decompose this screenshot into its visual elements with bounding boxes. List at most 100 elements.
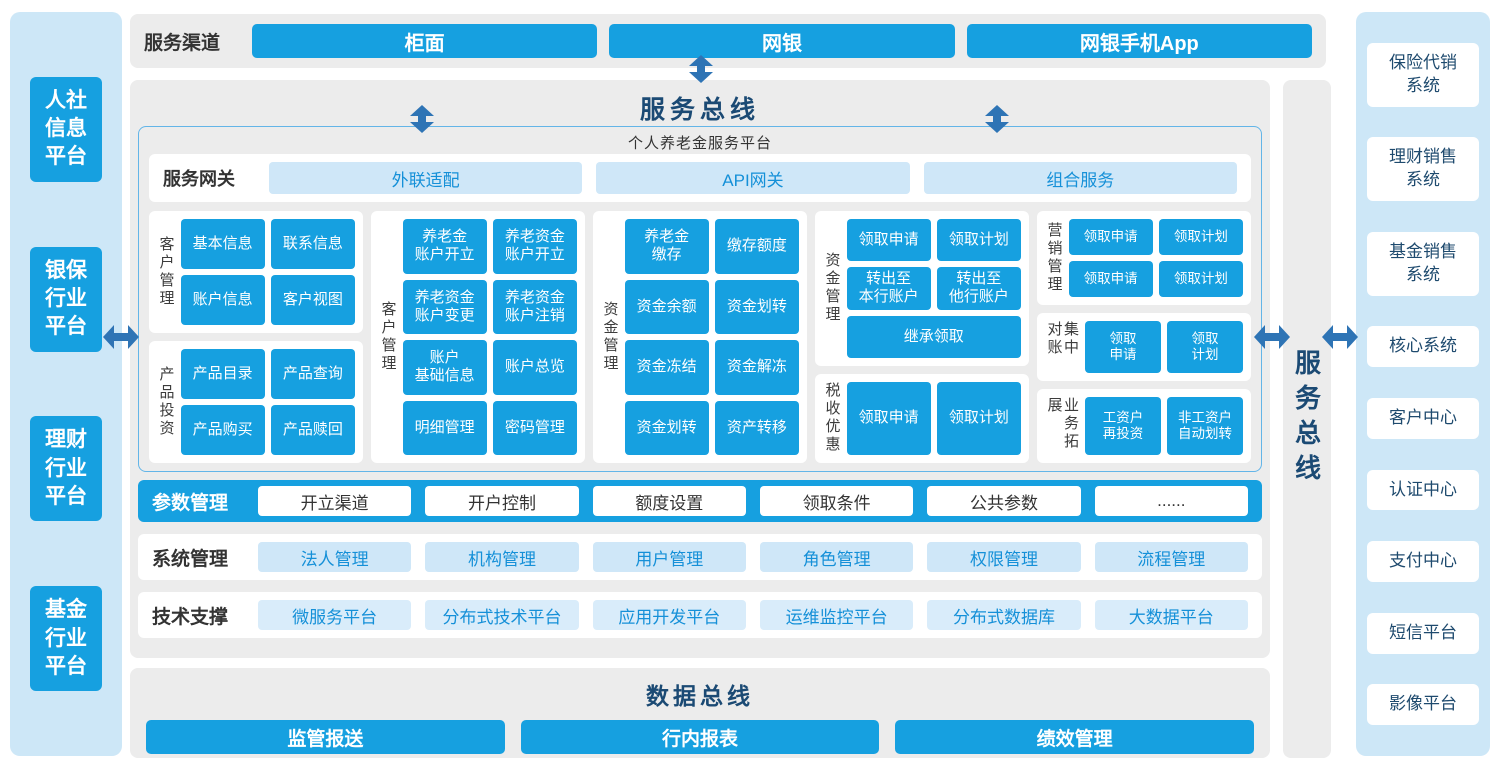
column-4: 资金管理 领取申请 领取计划 转出至 本行账户 转出至 他行账户 继承领取 税收… xyxy=(815,211,1029,463)
gateway-label: 服务网关 xyxy=(163,169,235,189)
module-chip[interactable]: 领取申请 xyxy=(1068,261,1153,298)
left-platform-sidebar: 人社 信息 平台 银保 行业 平台 理财 行业 平台 基金 行业 平台 xyxy=(10,12,122,756)
tax-benefit-card: 税收优惠 领取申请 领取计划 xyxy=(815,373,1029,463)
module-chip[interactable]: 资金解冻 xyxy=(714,340,799,395)
module-chip[interactable]: 领取计划 xyxy=(1158,219,1243,256)
module-chip[interactable]: 资金划转 xyxy=(624,400,709,455)
param-button[interactable]: 领取条件 xyxy=(759,486,914,516)
tech-support-label: 技术支撑 xyxy=(152,606,229,628)
system-pill[interactable]: 流程管理 xyxy=(1094,542,1248,572)
service-bus-title: 服务总线 xyxy=(639,96,760,124)
module-chip[interactable]: 非工资户 自动划转 xyxy=(1167,397,1243,455)
databus-reports-button[interactable]: 行内报表 xyxy=(520,720,880,754)
sidebar-item-core-system[interactable]: 核心系统 xyxy=(1367,326,1479,368)
tech-pill[interactable]: 微服务平台 xyxy=(258,600,412,630)
module-chip[interactable]: 领取 申请 xyxy=(1085,321,1161,374)
gateway-api-pill[interactable]: API网关 xyxy=(596,162,910,194)
module-chip[interactable]: 资金划转 xyxy=(714,279,799,334)
channel-ebank-button[interactable]: 网银 xyxy=(609,24,955,58)
tech-pill[interactable]: 大数据平台 xyxy=(1094,600,1248,630)
system-pill[interactable]: 用户管理 xyxy=(592,542,746,572)
main-panel: 服务总线 个人养老金服务平台 服务网关 外联适配 API网关 组合服务 客户管理… xyxy=(130,80,1270,658)
module-chip[interactable]: 领取申请 xyxy=(1068,219,1153,256)
system-pill[interactable]: 权限管理 xyxy=(927,542,1081,572)
system-pill[interactable]: 机构管理 xyxy=(425,542,579,572)
module-chip[interactable]: 账户信息 xyxy=(180,275,265,325)
module-chip[interactable]: 产品购买 xyxy=(180,405,265,455)
module-chip[interactable]: 产品赎回 xyxy=(270,405,355,455)
biz-expansion-label: 业务拓展 xyxy=(1045,397,1080,452)
param-button-more[interactable]: ...... xyxy=(1094,486,1248,516)
module-chip[interactable]: 养老资金 账户变更 xyxy=(402,279,487,334)
sidebar-item-insurance-agency[interactable]: 保险代销 系统 xyxy=(1367,42,1479,107)
module-chip[interactable]: 转出至 本行账户 xyxy=(846,267,931,310)
sidebar-item-jijin[interactable]: 基金 行业 平台 xyxy=(30,586,102,692)
tech-pill[interactable]: 运维监控平台 xyxy=(759,600,914,630)
system-pill[interactable]: 法人管理 xyxy=(258,542,412,572)
vertical-double-arrow-icon xyxy=(689,55,713,83)
module-chip[interactable]: 基本信息 xyxy=(180,219,265,269)
module-chip[interactable]: 客户视图 xyxy=(270,275,355,325)
column-5: 营销管理 领取申请 领取计划 领取申请 领取计划 集中对账 领取 申请 领取 计… xyxy=(1037,211,1251,463)
sidebar-item-licai[interactable]: 理财 行业 平台 xyxy=(30,416,102,522)
channel-counter-button[interactable]: 柜面 xyxy=(252,24,598,58)
module-chip[interactable]: 领取计划 xyxy=(936,219,1021,262)
module-chip[interactable]: 资金冻结 xyxy=(624,340,709,395)
gateway-adapter-pill[interactable]: 外联适配 xyxy=(269,162,583,194)
sidebar-item-yinbao[interactable]: 银保 行业 平台 xyxy=(30,246,102,352)
module-chip[interactable]: 产品查询 xyxy=(270,349,355,399)
sidebar-item-payment-center[interactable]: 支付中心 xyxy=(1367,541,1479,583)
tech-pill[interactable]: 应用开发平台 xyxy=(592,600,746,630)
module-chip[interactable]: 资产转移 xyxy=(714,400,799,455)
module-chip[interactable]: 领取申请 xyxy=(846,219,931,262)
sidebar-item-auth-center[interactable]: 认证中心 xyxy=(1367,469,1479,511)
module-chip[interactable]: 账户总览 xyxy=(492,340,577,395)
module-chip[interactable]: 养老金 账户开立 xyxy=(402,219,487,274)
marketing-mgmt-card: 营销管理 领取申请 领取计划 领取申请 领取计划 xyxy=(1037,211,1251,306)
sidebar-item-fund-sales[interactable]: 基金销售 系统 xyxy=(1367,231,1479,296)
reconciliation-card: 集中对账 领取 申请 领取 计划 xyxy=(1037,313,1251,382)
param-button[interactable]: 额度设置 xyxy=(592,486,746,516)
account-mgmt-card: 客户管理 养老金 账户开立 养老资金 账户开立 养老资金 账户变更 养老资金 账… xyxy=(371,211,585,463)
vertical-double-arrow-icon xyxy=(410,105,434,133)
param-button[interactable]: 公共参数 xyxy=(927,486,1081,516)
horizontal-double-arrow-icon xyxy=(103,325,139,349)
sidebar-item-wealth-sales[interactable]: 理财销售 系统 xyxy=(1367,137,1479,202)
product-invest-label: 产品投资 xyxy=(157,366,175,438)
account-mgmt-label: 客户管理 xyxy=(379,301,397,373)
module-chip[interactable]: 养老资金 账户注销 xyxy=(492,279,577,334)
system-pill[interactable]: 角色管理 xyxy=(759,542,914,572)
databus-regulatory-button[interactable]: 监管报送 xyxy=(146,720,505,754)
module-chip[interactable]: 养老金 缴存 xyxy=(624,219,709,274)
module-chip[interactable]: 账户 基础信息 xyxy=(402,340,487,395)
module-chip[interactable]: 工资户 再投资 xyxy=(1085,397,1161,455)
module-chip[interactable]: 联系信息 xyxy=(270,219,355,269)
param-button[interactable]: 开户控制 xyxy=(425,486,579,516)
module-chip[interactable]: 领取计划 xyxy=(936,381,1021,455)
module-chip[interactable]: 养老资金 账户开立 xyxy=(492,219,577,274)
sidebar-item-imaging-platform[interactable]: 影像平台 xyxy=(1367,684,1479,726)
tech-pill[interactable]: 分布式数据库 xyxy=(927,600,1081,630)
module-chip[interactable]: 继承领取 xyxy=(846,315,1021,358)
gateway-composite-pill[interactable]: 组合服务 xyxy=(923,162,1237,194)
module-chip[interactable]: 密码管理 xyxy=(492,400,577,455)
module-chip[interactable]: 产品目录 xyxy=(180,349,265,399)
channel-mobile-app-button[interactable]: 网银手机App xyxy=(966,24,1312,58)
column-3: 资金管理 养老金 缴存 缴存额度 资金余额 资金划转 资金冻结 资金解冻 资金划… xyxy=(593,211,807,463)
module-chip[interactable]: 领取计划 xyxy=(1158,261,1243,298)
module-chip[interactable]: 缴存额度 xyxy=(714,219,799,274)
databus-performance-button[interactable]: 绩效管理 xyxy=(895,720,1255,754)
module-chip[interactable]: 领取 计划 xyxy=(1167,321,1243,374)
reconciliation-label: 集中对账 xyxy=(1045,321,1080,358)
horizontal-double-arrow-icon xyxy=(1254,325,1290,349)
param-button[interactable]: 开立渠道 xyxy=(258,486,412,516)
sidebar-item-sms-platform[interactable]: 短信平台 xyxy=(1367,612,1479,654)
module-chip[interactable]: 转出至 他行账户 xyxy=(936,267,1021,310)
module-chip[interactable]: 领取申请 xyxy=(846,381,931,455)
module-chip[interactable]: 资金余额 xyxy=(624,279,709,334)
tech-pill[interactable]: 分布式技术平台 xyxy=(425,600,579,630)
module-chip[interactable]: 明细管理 xyxy=(402,400,487,455)
sidebar-item-customer-center[interactable]: 客户中心 xyxy=(1367,397,1479,439)
sidebar-item-renshe[interactable]: 人社 信息 平台 xyxy=(30,76,102,182)
tech-support-bar: 技术支撑 微服务平台 分布式技术平台 应用开发平台 运维监控平台 分布式数据库 … xyxy=(138,592,1262,638)
